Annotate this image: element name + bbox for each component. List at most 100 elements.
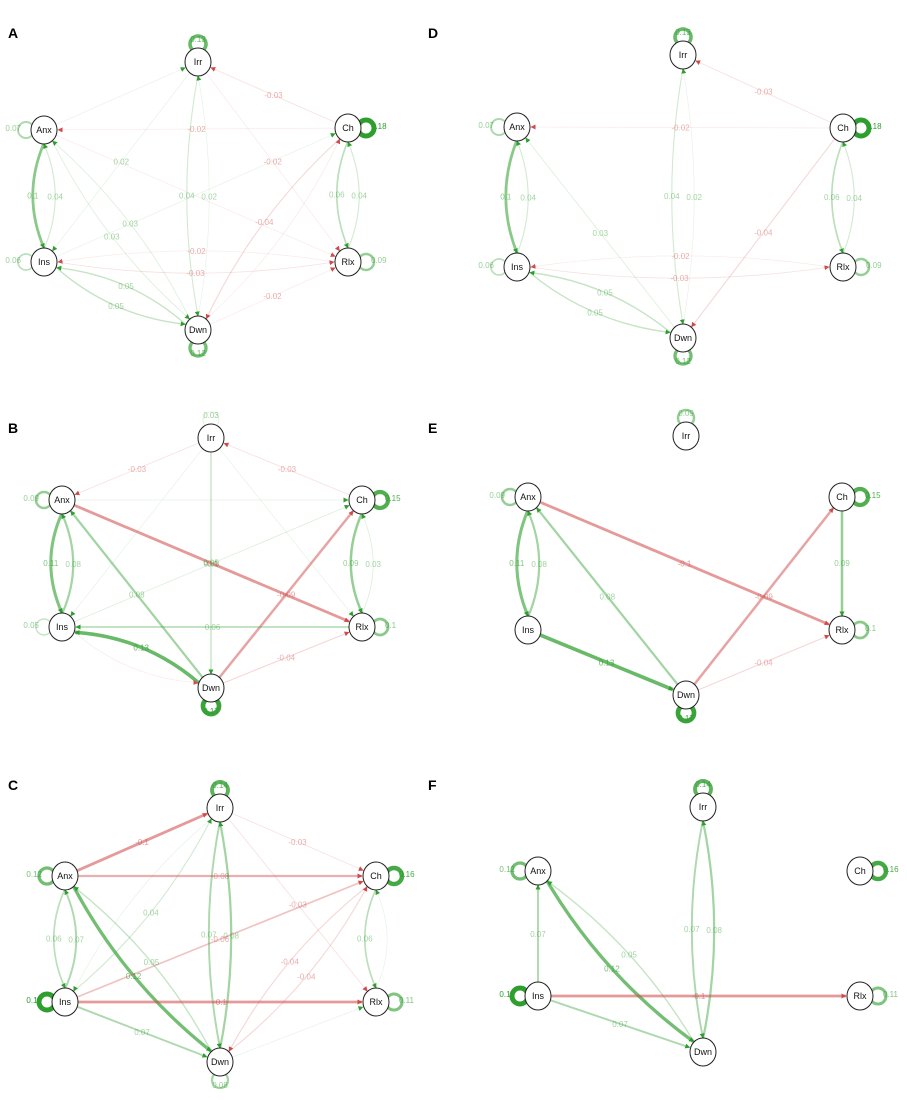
node-anx: Anx [524, 856, 552, 886]
edge-weight-label: -0.02 [187, 125, 206, 134]
edge-irr-rlx [205, 72, 340, 252]
edge-rlx-ch [375, 889, 388, 990]
edge-ch-rlx [831, 140, 844, 254]
edge-ins-anx [43, 143, 56, 250]
edge-dwn-ch [205, 138, 341, 320]
edge-weight-label: -0.03 [754, 88, 773, 97]
node-ch: Ch [829, 113, 857, 143]
edge-weight-label: 0.03 [365, 560, 381, 569]
self-loop-weight-label: 0.09 [23, 494, 39, 503]
edge-dwn-rlx [222, 631, 350, 684]
edge-anx-irr [55, 67, 186, 126]
edge-weight-label: -0.1 [692, 992, 706, 1001]
edge-anx-rlx [539, 500, 830, 626]
node-circle [828, 615, 856, 645]
edge-dwn-irr [681, 68, 695, 326]
edge-ins-dwn [539, 633, 674, 692]
edge-rlx-ins [57, 250, 336, 264]
node-dwn: Dwn [184, 315, 212, 345]
edge-weight-label: 0.08 [129, 590, 145, 599]
edge-weight-label: 0.05 [597, 288, 613, 297]
self-loop-weight-label: 0.06 [478, 261, 494, 270]
self-loop-weight-label: 0.11 [883, 990, 899, 999]
self-loop-weight-label: 0.16 [399, 870, 415, 879]
panel-letter: E [428, 420, 437, 436]
edge-dwn-ch [693, 507, 835, 686]
node-label: Anx [520, 492, 536, 502]
node-circle [48, 485, 76, 515]
edge-dwn-rlx [231, 1006, 364, 1058]
edge-weight-label: 0.08 [531, 560, 547, 569]
edge-anx-dwn [545, 879, 695, 1044]
node-rlx: Rlx [829, 252, 857, 282]
self-loop-weight-label: 0.09 [371, 256, 387, 265]
node-label: Anx [509, 122, 525, 132]
edge-ins-dwn [73, 631, 199, 685]
edge-weight-label: 0.04 [47, 193, 63, 202]
edge-weight-label: 0.05 [108, 302, 124, 311]
edge-rlx-ch [347, 141, 360, 250]
node-anx: Anx [514, 482, 542, 512]
node-label: Ins [59, 997, 72, 1007]
edge-weight-label: 0.06 [329, 191, 345, 200]
edge-weight-label: 0.08 [706, 926, 722, 935]
node-circle [503, 252, 531, 282]
edge-ins-anx [60, 513, 75, 615]
edge-weight-label: 0.06 [357, 935, 373, 944]
node-label: Anx [36, 125, 52, 135]
edge-dwn-ch [228, 886, 368, 1053]
node-label: Dwn [674, 333, 692, 343]
node-label: Irr [682, 431, 691, 441]
node-label: Rlx [854, 991, 867, 1001]
node-circle [846, 856, 874, 886]
node-circle [514, 615, 542, 645]
self-loop-weight-label: 0.13 [675, 28, 691, 37]
node-dwn: Dwn [672, 680, 700, 710]
node-ins: Ins [524, 981, 552, 1011]
edge-weight-label: 0.07 [201, 931, 217, 940]
edge-rlx-ch [361, 513, 374, 615]
edge-weight-label: 0.04 [143, 908, 159, 917]
edge-dwn-irr [196, 75, 210, 318]
edge-weight-label: 0.08 [600, 592, 616, 601]
node-ch: Ch [334, 113, 362, 143]
node-anx: Anx [51, 861, 79, 891]
edge-weight-label: 0.1 [500, 193, 512, 202]
node-label: Rlx [837, 262, 850, 272]
self-loop-weight-label: 0.16 [883, 865, 899, 874]
node-label: Dwn [211, 1057, 229, 1067]
edge-anx-dwn [51, 140, 190, 320]
edge-anx-dwn [71, 885, 213, 1053]
edge-irr-dwn [690, 819, 705, 1039]
node-label: Dwn [677, 690, 695, 700]
edge-ins-anx [64, 889, 78, 990]
panel-letter: A [8, 25, 18, 41]
edge-ch-irr [223, 442, 351, 496]
node-circle [362, 861, 390, 891]
node-irr: Irr [206, 793, 234, 823]
edge-ch-dwn [205, 137, 341, 320]
edge-irr-ins [52, 72, 191, 252]
node-label: Ch [854, 866, 866, 876]
edge-weight-label: 0.04 [520, 194, 536, 203]
node-ch: Ch [348, 485, 376, 515]
edge-anx-irr [76, 812, 208, 873]
self-loop-weight-label: 0.18 [866, 122, 882, 131]
edge-weight-label: 0.02 [201, 193, 217, 202]
edge-irr-rlx [218, 447, 354, 617]
edge-weight-label: -0.04 [297, 973, 316, 982]
edge-ins-anx [526, 510, 541, 618]
node-circle [829, 113, 857, 143]
node-irr: Irr [197, 423, 225, 453]
edge-weight-label: 0.07 [684, 925, 700, 934]
edge-ch-rlx [349, 512, 364, 614]
edge-weight-label: 0.04 [846, 194, 862, 203]
edge-ins-ch [55, 133, 336, 258]
